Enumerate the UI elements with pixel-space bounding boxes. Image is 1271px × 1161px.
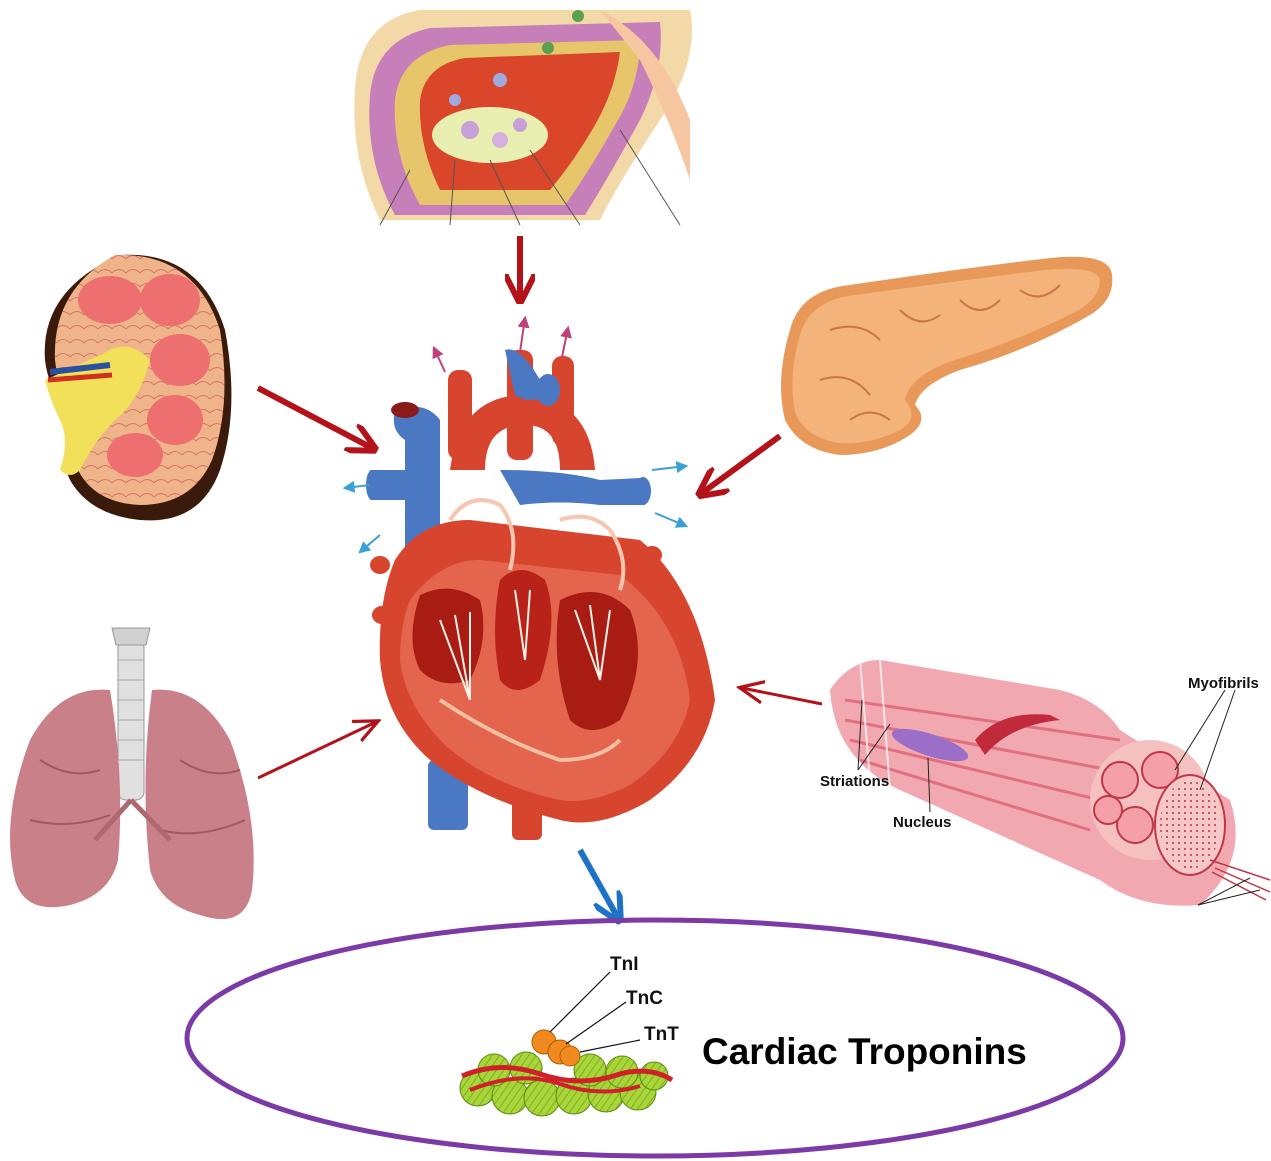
arrow-lungs-to-heart [258, 722, 376, 778]
label-tni: TnI [610, 954, 639, 975]
heart-icon [366, 349, 715, 840]
label-nucleus: Nucleus [893, 814, 951, 831]
lungs-icon [10, 628, 254, 919]
pancreas-icon [781, 257, 1112, 455]
arrow-muscle-to-heart [742, 688, 822, 704]
label-myofibrils: Myofibrils [1188, 675, 1259, 692]
label-tnt: TnT [644, 1024, 679, 1045]
arrow-pancreas-to-heart [702, 436, 780, 493]
cardiac-troponins-title: Cardiac Troponins [702, 1031, 1027, 1072]
arrow-kidney-to-heart [258, 388, 372, 448]
label-tnc: TnC [626, 988, 663, 1009]
label-striations: Striations [820, 773, 889, 790]
skeletal-muscle-icon [830, 660, 1270, 906]
arrow-heart-to-troponins [580, 850, 618, 918]
blood-vessel-icon [354, 10, 692, 225]
kidney-icon [45, 255, 232, 521]
